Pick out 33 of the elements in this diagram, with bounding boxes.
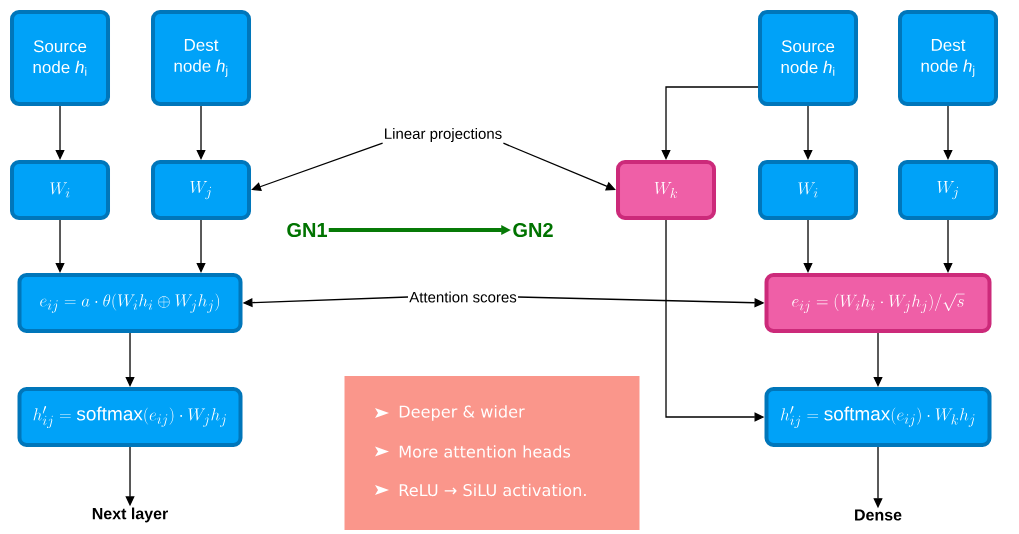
note-box: Deeper & wider More attention heads ReLU → SiLU activation.: [344, 376, 640, 530]
formula-box: $W_i$: [10, 160, 110, 220]
annotation-label: Attention scores: [409, 291, 517, 303]
arrow: [803, 219, 813, 273]
formula-box: $e_{ij} = a \cdot \theta(W_i h_i \oplus W_j h_j)$: [17, 273, 243, 333]
annotation-label: Linear projections: [385, 128, 502, 142]
formula-box: $W_i$: [758, 160, 858, 220]
input-box: Source node h$_{i}$: [10, 10, 110, 106]
formula-box: $W_j$: [151, 160, 251, 220]
arrow: [55, 105, 65, 160]
output-label: Next layer: [92, 507, 168, 523]
formula-box: $h'_{ij} = \mathrm{softmax}(e_{ij}) \cdot W_j h_j$: [17, 387, 243, 447]
input-box: Dest node h$_{j}$: [898, 10, 998, 106]
model-label: GN2: [513, 222, 553, 238]
arrow: [55, 219, 65, 273]
output-label: Dense: [855, 509, 902, 521]
formula-box: $h'_{ij} = \mathrm{softmax}(e_{ij}) \cdot W_k h_j$: [764, 387, 992, 447]
arrow: [251, 142, 384, 192]
input-box: Source node h$_{i}$: [758, 10, 858, 106]
formula-box: $W_k$: [616, 160, 716, 220]
input-box: Dest node h$_{j}$: [151, 10, 251, 106]
formula-box: $W_j$: [898, 160, 998, 220]
arrow: [943, 105, 953, 160]
arrow: [661, 86, 759, 160]
arrow: [125, 332, 135, 387]
arrow: [873, 332, 883, 387]
arrow: [803, 105, 813, 160]
arrow: [502, 142, 616, 191]
model-label: GN1: [287, 222, 327, 238]
arrow: [196, 219, 206, 273]
formula-box: $e_{ij} = (W_i h_i \cdot W_j h_j)/\sqrt{s}$: [764, 273, 992, 333]
arrow: [196, 105, 206, 160]
arrow: [943, 219, 953, 273]
